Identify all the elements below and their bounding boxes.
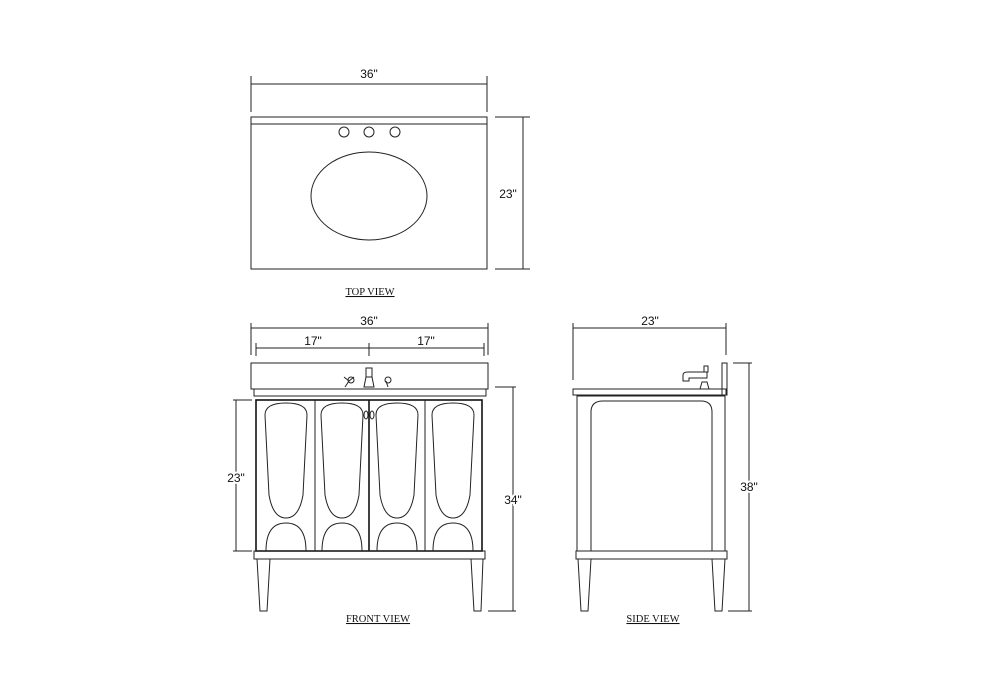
door-knob-right[interactable] bbox=[369, 410, 375, 420]
faucet bbox=[343, 367, 392, 388]
base-rail bbox=[253, 550, 486, 560]
door-panel-arch bbox=[376, 522, 418, 552]
front-width-dimension bbox=[250, 323, 489, 356]
top-width-label: 36" bbox=[360, 67, 378, 81]
front-view: 36" 17" 17" 23" 34" FRONT VIEW bbox=[225, 314, 524, 625]
door-panel-arch bbox=[265, 522, 307, 552]
side-faucet bbox=[682, 365, 710, 390]
backsplash bbox=[721, 362, 728, 396]
door-panels bbox=[264, 402, 475, 552]
door-panel-oval bbox=[375, 402, 419, 519]
faucet-hole-left bbox=[338, 126, 350, 138]
door-panel-oval bbox=[431, 402, 475, 519]
side-base-rail bbox=[575, 550, 728, 560]
faucet-hole-center bbox=[363, 126, 375, 138]
top-view: 36" 23" TOP VIEW bbox=[250, 67, 530, 298]
front-view-caption: FRONT VIEW bbox=[346, 614, 410, 625]
side-depth-dimension bbox=[572, 323, 727, 380]
top-view-caption: TOP VIEW bbox=[345, 287, 394, 298]
leg-left bbox=[256, 558, 271, 612]
door-panel-arch bbox=[321, 522, 363, 552]
sink-basin bbox=[310, 151, 428, 241]
front-width-label: 36" bbox=[360, 314, 378, 328]
total-height-dimension bbox=[728, 362, 752, 612]
counter-height-dimension bbox=[488, 386, 516, 612]
door-knob-left[interactable] bbox=[363, 410, 369, 420]
faucet-hole-right bbox=[389, 126, 401, 138]
total-height-label: 38" bbox=[740, 480, 758, 494]
front-right-half-label: 17" bbox=[417, 334, 435, 348]
cabinet-height-dimension bbox=[233, 399, 252, 552]
top-depth-label: 23" bbox=[499, 187, 517, 201]
cabinet-height-label: 23" bbox=[227, 471, 245, 485]
leg-right bbox=[470, 558, 484, 612]
door-panel-oval bbox=[320, 402, 364, 519]
side-countertop bbox=[572, 388, 727, 396]
side-view-caption: SIDE VIEW bbox=[626, 614, 679, 625]
side-view: 23" 38" SIDE VIEW bbox=[572, 314, 760, 625]
top-width-dimension bbox=[250, 76, 488, 112]
side-depth-label: 23" bbox=[641, 314, 659, 328]
counter-height-label: 34" bbox=[504, 493, 522, 507]
front-left-half-label: 17" bbox=[304, 334, 322, 348]
countertop bbox=[250, 362, 489, 390]
side-leg-front bbox=[577, 558, 592, 612]
top-depth-dimension bbox=[495, 116, 530, 270]
door-panel-arch bbox=[432, 522, 474, 552]
door-panel-oval bbox=[264, 402, 308, 519]
side-panel-arch bbox=[590, 400, 713, 551]
countertop-outline bbox=[250, 116, 488, 270]
side-leg-back bbox=[711, 558, 726, 612]
side-body bbox=[576, 395, 726, 552]
